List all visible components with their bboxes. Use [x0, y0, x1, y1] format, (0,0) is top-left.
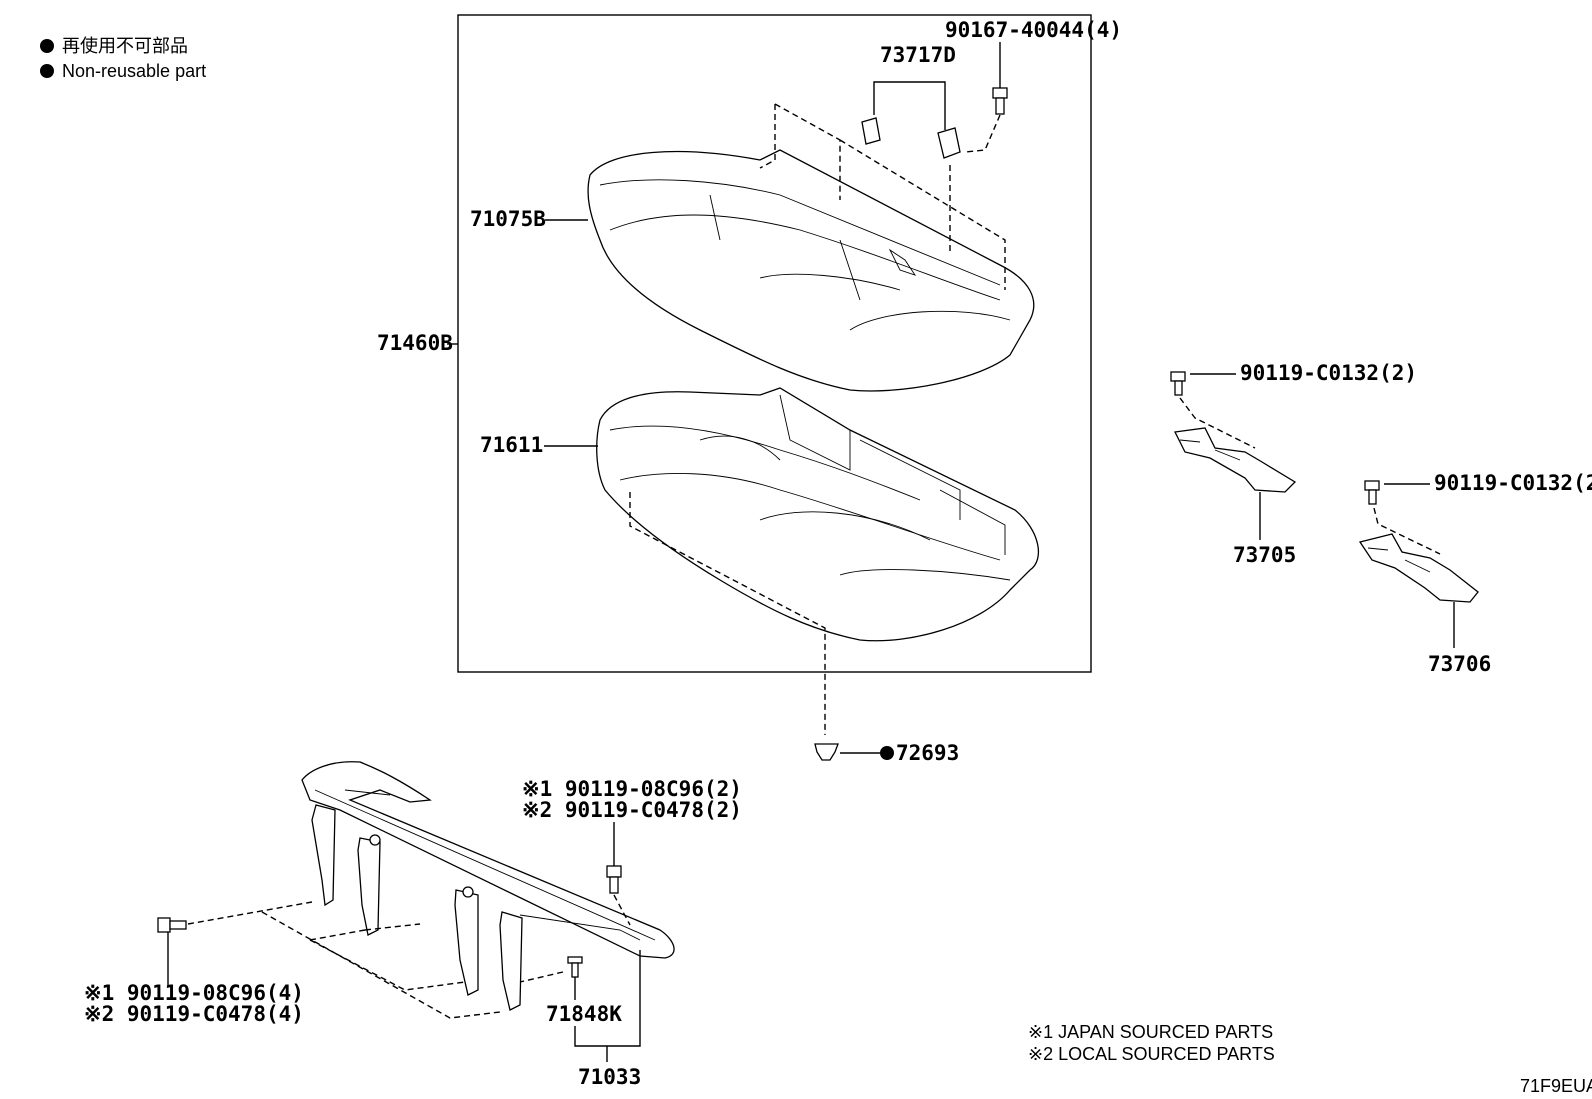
fastener-71848K-icon	[567, 956, 583, 978]
clip-73717D-b	[937, 127, 961, 159]
label-90119-C0132-b[interactable]: 90119-C0132(2)	[1434, 471, 1592, 495]
label-73717D[interactable]: 73717D	[880, 43, 956, 67]
label-90167-40044[interactable]: 90167-40044(4)	[945, 18, 1122, 42]
label-90119-C0478-4[interactable]: ※2 90119-C0478(4)	[84, 1002, 304, 1026]
label-71033[interactable]: 71033	[578, 1065, 641, 1089]
legend-jp: 再使用不可部品	[62, 36, 188, 56]
bracket-73706	[1358, 480, 1479, 603]
seat-frame	[301, 761, 675, 1011]
note-japan-sourced: ※1 JAPAN SOURCED PARTS	[1028, 1022, 1273, 1042]
label-72693[interactable]: 72693	[896, 741, 959, 765]
non-reusable-bullet-icon	[40, 39, 54, 53]
label-71075B[interactable]: 71075B	[470, 207, 546, 231]
clip-73717D-a	[861, 117, 881, 145]
clip-72693-icon	[814, 743, 839, 761]
bolt-90167-icon	[992, 87, 1008, 115]
bolt-left-icon	[157, 917, 187, 933]
legend-en: Non-reusable part	[62, 61, 206, 81]
label-90119-08C96-2[interactable]: ※1 90119-08C96(2)	[522, 777, 742, 801]
label-73705[interactable]: 73705	[1233, 543, 1296, 567]
label-71848K[interactable]: 71848K	[546, 1002, 622, 1026]
label-73706[interactable]: 73706	[1428, 652, 1491, 676]
label-71460B[interactable]: 71460B	[377, 331, 453, 355]
label-71611[interactable]: 71611	[480, 433, 543, 457]
non-reusable-bullet-icon	[40, 64, 54, 78]
bolt-top-icon	[606, 865, 622, 894]
label-90119-C0132-a[interactable]: 90119-C0132(2)	[1240, 361, 1417, 385]
seat-cushion-pad	[596, 387, 1039, 642]
note-local-sourced: ※2 LOCAL SOURCED PARTS	[1028, 1044, 1275, 1064]
label-90119-C0478-2[interactable]: ※2 90119-C0478(2)	[522, 798, 742, 822]
label-90119-08C96-4[interactable]: ※1 90119-08C96(4)	[84, 981, 304, 1005]
bracket-73705	[1170, 371, 1297, 493]
seat-cushion-cover	[587, 149, 1035, 392]
diagram-code: 71F9EUA	[1520, 1076, 1592, 1096]
non-reusable-bullet-icon	[880, 746, 894, 760]
